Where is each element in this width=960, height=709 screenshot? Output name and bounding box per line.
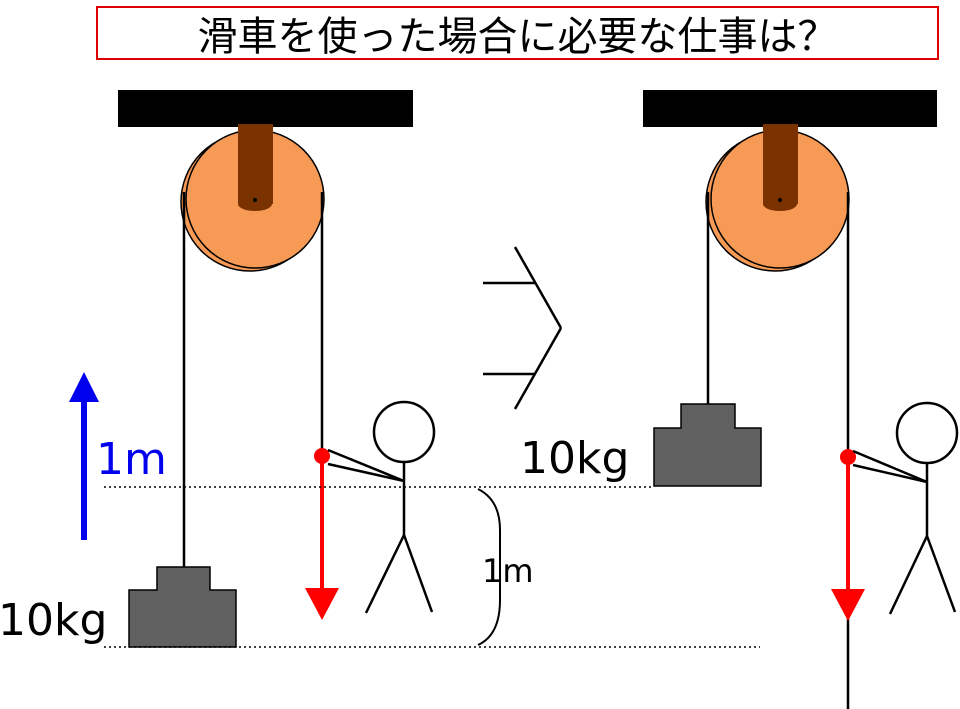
left-scene (69, 90, 436, 648)
distance-brace (477, 488, 501, 646)
title-box: 滑車を使った場合に必要な仕事は？ (96, 6, 939, 60)
page-title: 滑車を使った場合に必要な仕事は？ (197, 14, 838, 60)
left-weight-block (128, 566, 237, 648)
transition-arrow (483, 246, 563, 410)
mass-label-left: 10kg (0, 595, 107, 646)
left-pull-arrow (305, 448, 339, 620)
right-pull-arrow (831, 449, 865, 621)
right-weight-block (653, 403, 762, 487)
mass-label-right: 10kg (520, 433, 629, 484)
left-person (327, 400, 436, 614)
pull-distance-label: 1m (482, 552, 534, 590)
lift-arrow (69, 372, 99, 540)
right-pulley (705, 124, 850, 272)
right-person (852, 401, 959, 615)
right-scene (643, 90, 959, 709)
left-ceiling-support (118, 90, 413, 127)
right-ceiling-support (643, 90, 937, 127)
lift-height-label: 1m (96, 434, 167, 485)
left-pulley (180, 124, 325, 272)
